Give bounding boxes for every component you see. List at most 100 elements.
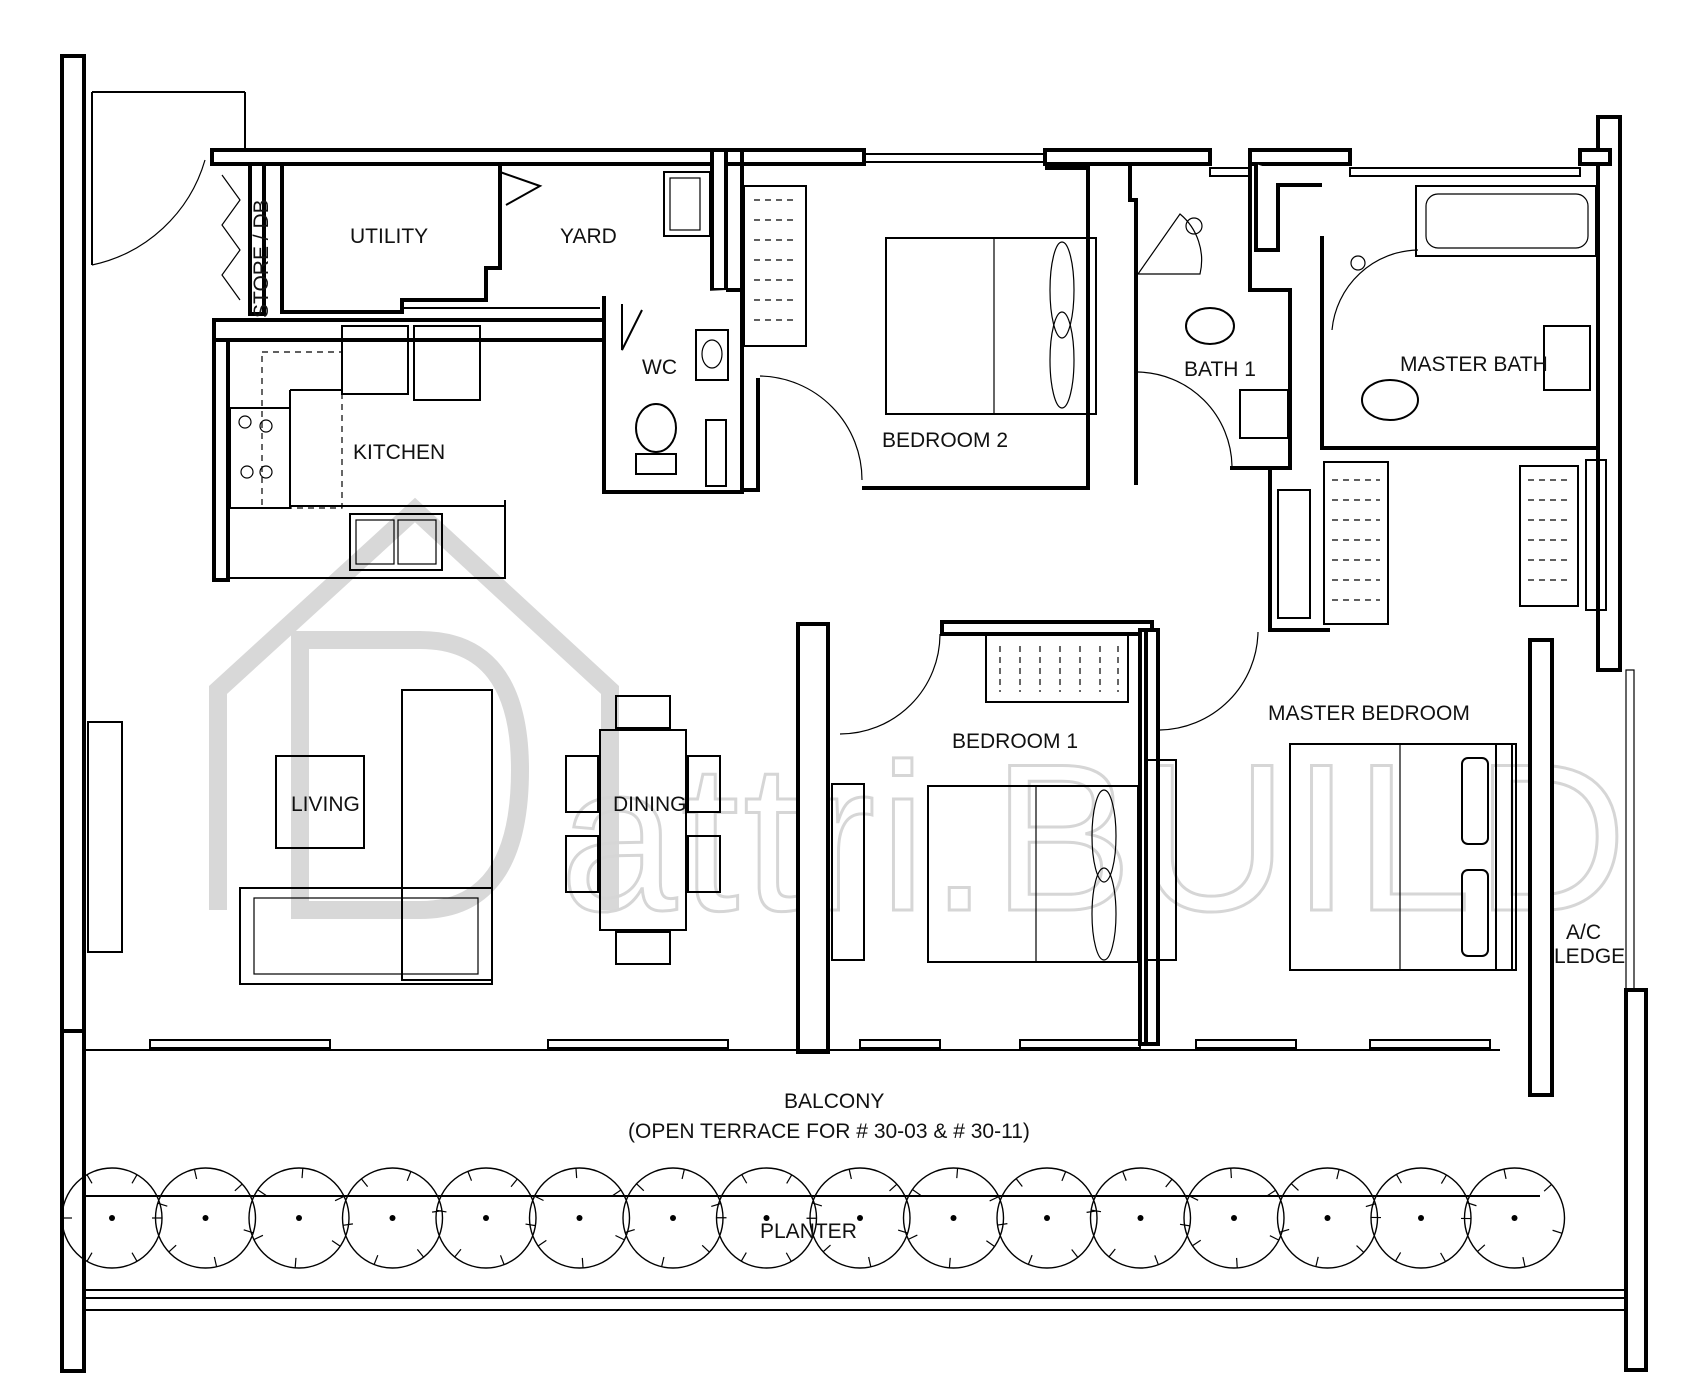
utility-label: UTILITY — [350, 225, 428, 248]
dining-chair-2 — [615, 931, 671, 965]
planter-shrub-tick — [786, 1174, 793, 1184]
planter-shrub-tick — [1108, 1248, 1116, 1258]
planter-shrub-center — [1137, 1215, 1144, 1221]
planter-shrub-tick — [1477, 1244, 1486, 1253]
watermark-text: attri.BUILD — [560, 720, 1631, 955]
balcony-railing — [83, 1297, 1627, 1311]
planter-shrub-tick — [812, 1202, 823, 1207]
sofa-seat-line — [253, 897, 479, 975]
store-wall — [248, 162, 266, 316]
wc-label: WC — [642, 356, 677, 379]
balcony-door-5 — [1195, 1039, 1297, 1049]
master-bed-side-table — [1145, 759, 1177, 961]
planter-shrub-tick — [822, 1244, 831, 1253]
planter-shrub-tick — [454, 1248, 462, 1258]
planter-shrub-tick — [575, 1168, 578, 1179]
north-wall-e — [1578, 148, 1612, 166]
planter-shrub-tick — [701, 1244, 710, 1253]
planter-shrub-tick — [908, 1234, 918, 1240]
planter-shrub — [1463, 1167, 1566, 1269]
balcony-door-4 — [1019, 1039, 1141, 1049]
master-bed-bed — [1289, 743, 1513, 971]
kitchen-west-wall — [212, 338, 230, 582]
planter-shrub-tick — [131, 1252, 138, 1262]
planter-shrub-center — [1324, 1215, 1331, 1221]
bed2-pillow-2 — [1049, 311, 1075, 409]
planter-shrub-tick — [1395, 1252, 1402, 1262]
planter-shrub-center — [950, 1215, 957, 1221]
planter-shrub-tick — [889, 1183, 898, 1192]
master-bed-west-wall — [1144, 628, 1160, 1046]
bath1-shower-door — [1136, 213, 1203, 275]
planter-shrub — [809, 1167, 911, 1269]
master-bed-pillow-1 — [1461, 757, 1489, 845]
bath1-basin — [1239, 389, 1289, 439]
planter-shrub-center — [202, 1215, 209, 1221]
planter-shrub-tick — [681, 1169, 685, 1180]
planter-shrub-tick — [436, 1209, 447, 1213]
bed1-west-wall — [796, 622, 830, 1054]
planter-shrub-tick — [986, 1240, 995, 1247]
planter-shrub-center — [1511, 1215, 1518, 1221]
bath1-label: BATH 1 — [1184, 358, 1256, 381]
bed2-pillow-1 — [1049, 241, 1075, 339]
planter-shrub — [154, 1167, 257, 1269]
planter-shrub-tick — [416, 1248, 425, 1258]
kitchen-label: KITCHEN — [353, 441, 445, 464]
hob-2 — [259, 419, 273, 433]
masterbath-shower-drain — [1350, 255, 1366, 271]
planter-shrub-tick — [1365, 1203, 1376, 1208]
wc-door — [621, 304, 643, 351]
bedroom1-label: BEDROOM 1 — [952, 730, 1078, 753]
bed1-bed — [927, 785, 1139, 963]
bed1-wardrobe-hatch — [999, 646, 1119, 692]
east-wall-lower — [1624, 988, 1648, 1372]
planter-shrub-tick — [1395, 1174, 1402, 1184]
planter-shrub-tick — [1315, 1256, 1319, 1267]
wardrobe-2-hatch — [1528, 479, 1570, 581]
planter-shrub-tick — [1440, 1174, 1447, 1184]
master-wardrobes — [1230, 459, 1607, 632]
planter-shrub-tick — [257, 1189, 267, 1196]
bed2-wardrobe — [743, 185, 807, 347]
planter-shrub-tick — [661, 1256, 665, 1267]
planter-shrub-tick — [1269, 1235, 1280, 1241]
planter-shrub-tick — [1522, 1256, 1526, 1268]
master-bedroom-room: MASTER BEDROOM — [1144, 628, 1517, 1046]
master-bath-label: MASTER BATH — [1400, 353, 1548, 376]
wardrobe-2 — [1519, 465, 1579, 607]
wc-basin — [695, 329, 729, 381]
kitchen-upper-cabinets — [261, 351, 343, 509]
planter-shrub-center — [483, 1215, 489, 1221]
ac-ledge-label-2: LEDGE — [1554, 945, 1625, 968]
dining-chair-6 — [687, 835, 721, 893]
bed1-north-wall — [940, 620, 1154, 636]
planter-shrub-tick — [510, 1178, 518, 1188]
store-folding-door — [221, 174, 241, 301]
planter-shrub-tick — [1192, 1239, 1202, 1247]
planter-shrub-tick — [1440, 1252, 1447, 1262]
planter-shrub-tick — [406, 1171, 412, 1182]
wardrobe-shaft-2 — [1585, 459, 1607, 611]
planter-shrub-tick — [948, 1257, 951, 1268]
planter-shrub-tick — [1165, 1178, 1173, 1188]
planter-shrub-center — [1044, 1215, 1050, 1221]
west-wall — [60, 54, 86, 1033]
balcony-west-wall — [60, 1029, 86, 1373]
planter-shrub-tick — [1015, 1178, 1023, 1187]
yard-east-wall — [710, 148, 728, 292]
planter-shrub — [435, 1167, 537, 1269]
ac-ledge-label-1: A/C — [1566, 921, 1601, 944]
planter-shrub-tick — [1552, 1229, 1563, 1234]
planter-label: PLANTER — [760, 1220, 857, 1243]
yard-appliance-inner — [669, 177, 701, 231]
masterbath-tub — [1415, 185, 1597, 257]
yard-room: YARD — [402, 148, 728, 309]
wardrobe-1 — [1323, 461, 1389, 625]
east-inner-wall — [1528, 638, 1554, 1097]
bath1-door-swing — [1137, 371, 1233, 467]
wc-toilet — [635, 403, 677, 453]
planter-shrub-tick — [1290, 1183, 1299, 1191]
east-wall-upper — [1596, 115, 1622, 672]
planter-shrub-tick — [624, 1229, 635, 1234]
